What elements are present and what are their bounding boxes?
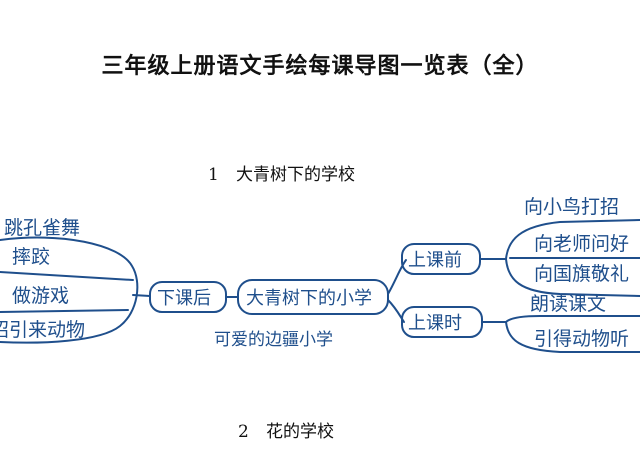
leaf-item-4: 招引来动物 [0, 319, 85, 341]
lesson-1-number: 1 [208, 165, 219, 185]
leaf-item-3: 做游戏 [12, 285, 69, 307]
mindmap-text: 跳孔雀舞 摔跤 做游戏 招引来动物 下课后 大青树下的小学 可爱的边疆小学 上课… [0, 196, 629, 350]
lesson-2-number: 2 [238, 422, 249, 442]
lesson-1-heading: 1 大青树下的学校 [208, 160, 355, 185]
center-topic: 大青树下的小学 [246, 288, 372, 309]
right-top-item-2: 向国旗敬礼 [534, 263, 629, 285]
center-note: 可爱的边疆小学 [214, 330, 333, 350]
right-top-intro: 向小鸟打招 [524, 196, 619, 218]
page-title: 三年级上册语文手绘每课导图一览表（全） [101, 53, 539, 79]
right-top-item-1: 向老师问好 [534, 233, 629, 255]
lesson-1-name: 大青树下的学校 [236, 165, 355, 185]
leaf-item-2: 摔跤 [12, 246, 50, 268]
lesson-2-heading: 2 花的学校 [238, 417, 334, 442]
right-bottom-intro: 朗读课文 [530, 293, 606, 315]
mindmap-lines [0, 219, 640, 353]
right-bottom-item-1: 引得动物听 [534, 328, 629, 350]
lesson-2-name: 花的学校 [266, 422, 334, 442]
branch-label-before-class: 上课前 [408, 250, 462, 271]
branch-label-after-class: 下课后 [157, 288, 211, 309]
leaf-item-1: 跳孔雀舞 [4, 217, 80, 239]
branch-label-in-class: 上课时 [408, 313, 462, 334]
